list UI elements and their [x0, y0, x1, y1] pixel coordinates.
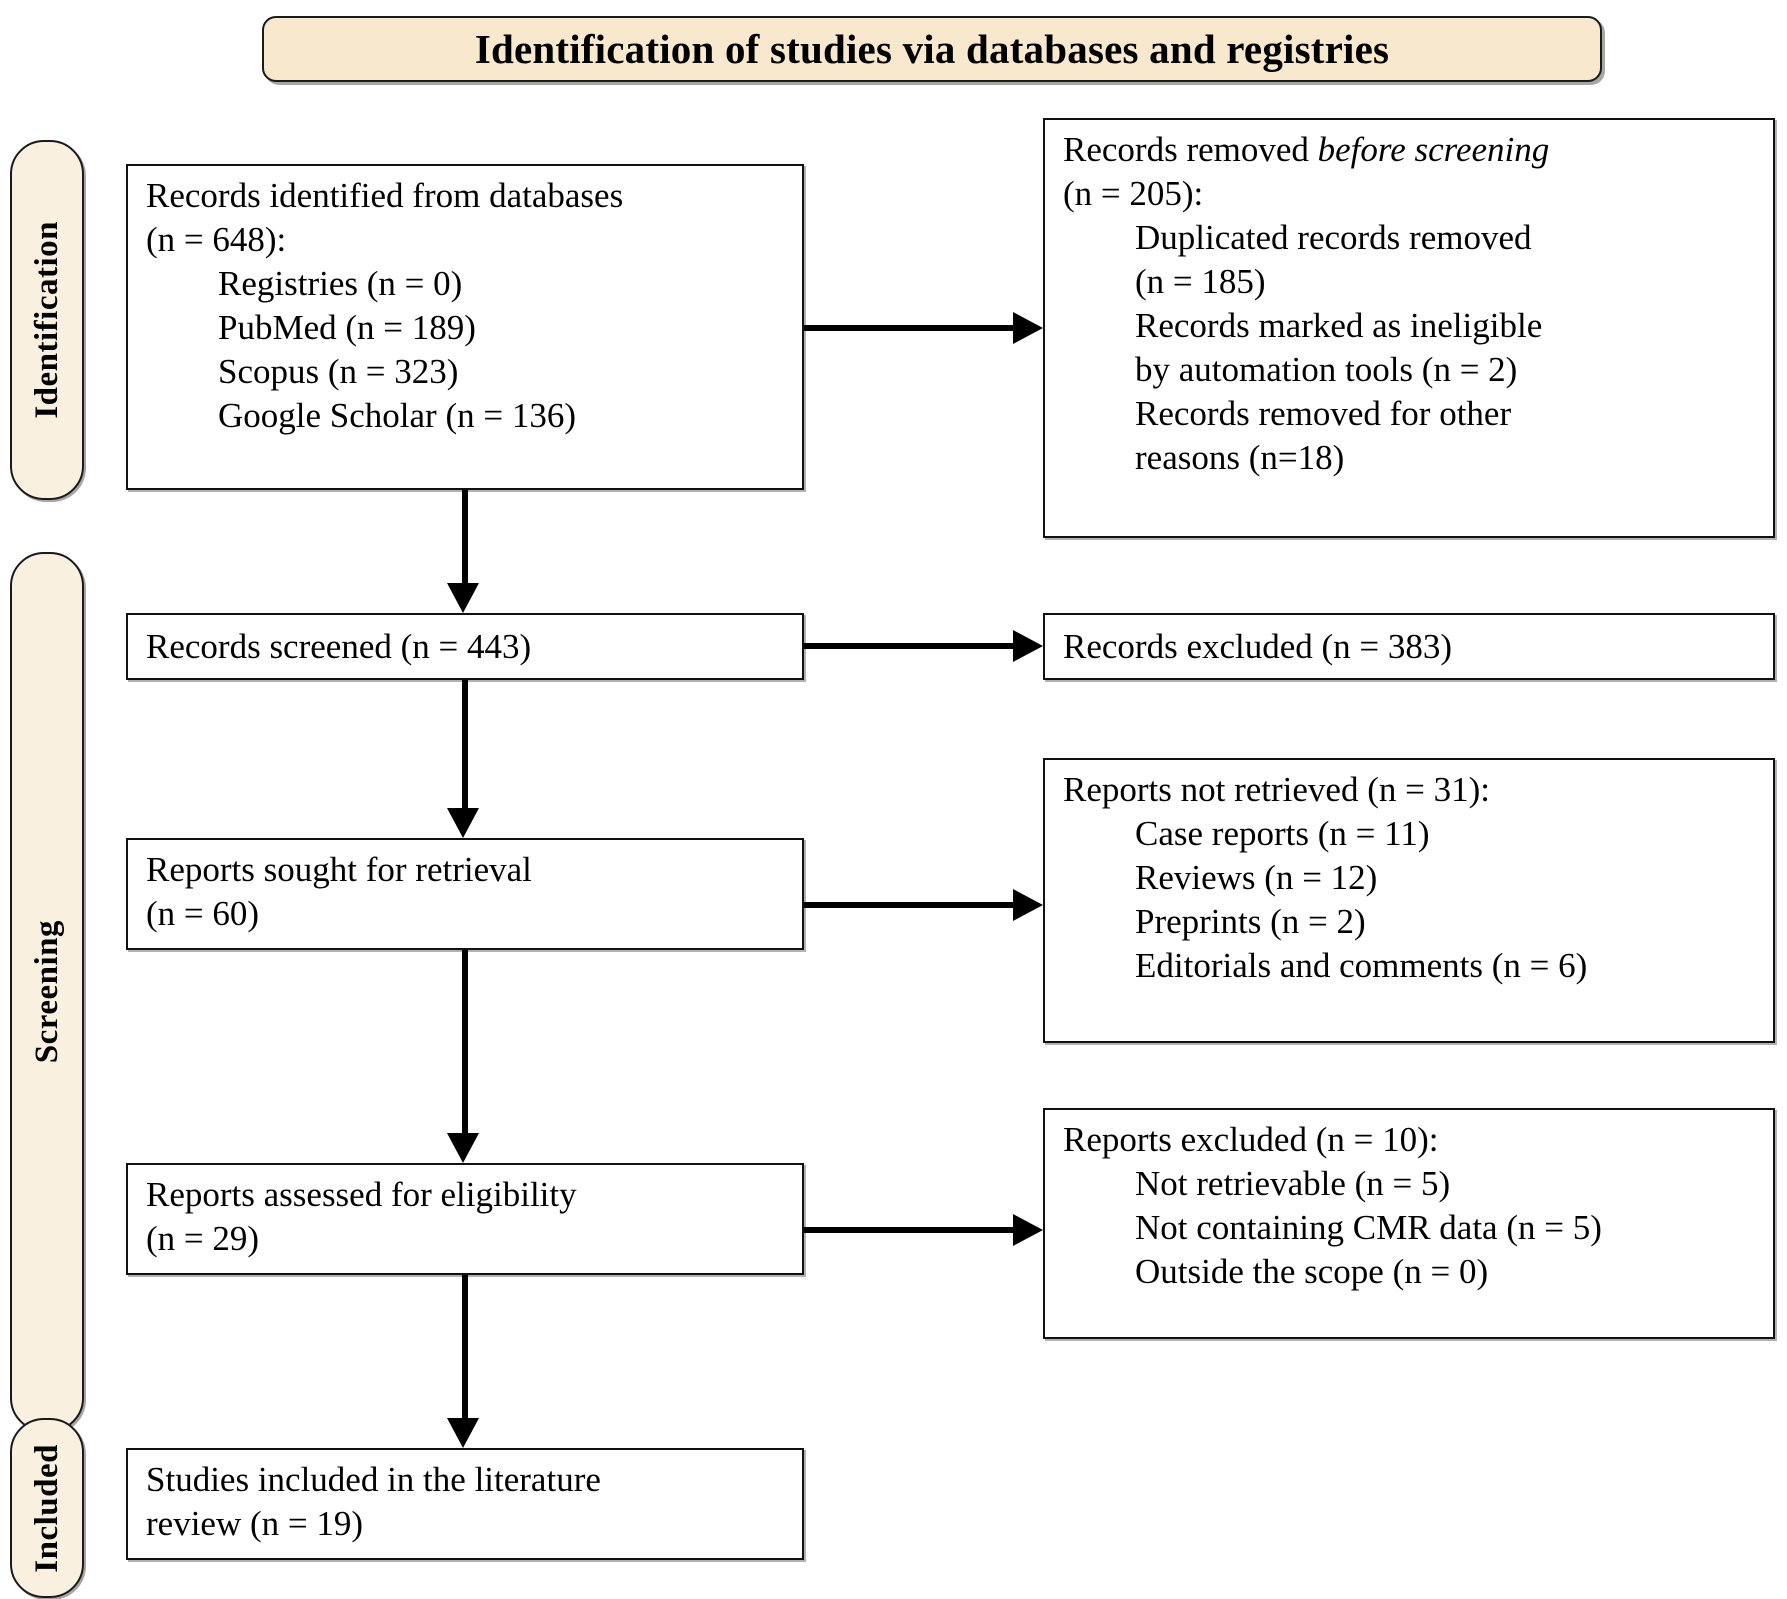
box-line: PubMed (n = 189) [218, 308, 476, 347]
box-line: Google Scholar (n = 136) [218, 396, 576, 435]
box-line: Reports excluded (n = 10): [1063, 1120, 1439, 1159]
box-reports-not-retrieved: Reports not retrieved (n = 31): Case rep… [1043, 758, 1775, 1043]
stage-pill-identification: Identification [10, 140, 84, 500]
box-line: (n = 205): [1063, 174, 1204, 213]
arrowhead-sought-to-not-retrieved [1013, 889, 1043, 921]
box-line: review (n = 19) [146, 1504, 364, 1543]
box-line-lead: Records removed before screening [1063, 128, 1759, 172]
diagram-title-banner: Identification of studies via databases … [262, 16, 1602, 82]
box-line: reasons (n=18) [1135, 438, 1345, 477]
stage-label-included: Included [28, 1443, 65, 1573]
box-records-screened: Records screened (n = 443) [126, 613, 804, 680]
box-line: Reports assessed for eligibility [146, 1175, 577, 1214]
stage-label-identification: Identification [28, 221, 65, 419]
box-line: (n = 648): [146, 220, 287, 259]
box-line: Duplicated records removed [1135, 218, 1532, 257]
box-line: Studies included in the literature [146, 1460, 601, 1499]
connector-identified-to-removed [804, 325, 1013, 331]
connector-screened-to-excluded [804, 643, 1013, 649]
box-reports-sought-for-retrieval: Reports sought for retrieval (n = 60) [126, 838, 804, 950]
connector-assessed-to-included [462, 1275, 468, 1418]
box-line: (n = 29) [146, 1219, 260, 1258]
connector-identified-to-screened [462, 490, 468, 583]
box-line: Registries (n = 0) [218, 264, 463, 303]
arrowhead-screened-to-excluded [1013, 630, 1043, 662]
arrowhead-identified-to-removed [1013, 312, 1043, 344]
box-line: by automation tools (n = 2) [1135, 350, 1518, 389]
arrowhead-screened-to-sought [447, 808, 479, 838]
stage-pill-included: Included [10, 1418, 84, 1598]
lead-italic: before screening [1317, 130, 1550, 169]
box-line: Scopus (n = 323) [218, 352, 459, 391]
arrowhead-assessed-to-included [447, 1418, 479, 1448]
box-line: Records marked as ineligible [1135, 306, 1543, 345]
arrowhead-sought-to-assessed [447, 1133, 479, 1163]
box-reports-assessed-for-eligibility: Reports assessed for eligibility (n = 29… [126, 1163, 804, 1275]
box-line: Records removed for other [1135, 394, 1512, 433]
box-line: Reports not retrieved (n = 31): [1063, 770, 1490, 809]
stage-pill-screening: Screening [10, 552, 84, 1432]
box-line: Editorials and comments (n = 6) [1135, 946, 1588, 985]
box-line: (n = 185) [1135, 262, 1266, 301]
box-studies-included: Studies included in the literature revie… [126, 1448, 804, 1560]
stage-label-screening: Screening [28, 920, 65, 1064]
connector-sought-to-not-retrieved [804, 902, 1013, 908]
box-line: Records excluded (n = 383) [1063, 626, 1453, 666]
box-line: Records screened (n = 443) [146, 626, 532, 666]
lead-plain: Records removed [1063, 130, 1318, 169]
box-records-identified: Records identified from databases (n = 6… [126, 164, 804, 490]
box-line: Reports sought for retrieval [146, 850, 532, 889]
box-line: Not retrievable (n = 5) [1135, 1164, 1451, 1203]
box-line: Outside the scope (n = 0) [1135, 1252, 1489, 1291]
connector-screened-to-sought [462, 680, 468, 808]
box-records-removed-before-screening: Records removed before screening (n = 20… [1043, 118, 1775, 538]
box-reports-excluded: Reports excluded (n = 10): Not retrievab… [1043, 1108, 1775, 1339]
box-line: Case reports (n = 11) [1135, 814, 1430, 853]
connector-assessed-to-reports-excluded [804, 1227, 1013, 1233]
box-line: (n = 60) [146, 894, 260, 933]
box-line: Records identified from databases [146, 176, 624, 215]
box-line: Not containing CMR data (n = 5) [1135, 1208, 1602, 1247]
arrowhead-identified-to-screened [447, 583, 479, 613]
diagram-title: Identification of studies via databases … [474, 26, 1390, 72]
box-line: Reviews (n = 12) [1135, 858, 1378, 897]
box-records-excluded: Records excluded (n = 383) [1043, 613, 1775, 680]
box-line: Preprints (n = 2) [1135, 902, 1366, 941]
arrowhead-assessed-to-reports-excluded [1013, 1214, 1043, 1246]
connector-sought-to-assessed [462, 950, 468, 1133]
